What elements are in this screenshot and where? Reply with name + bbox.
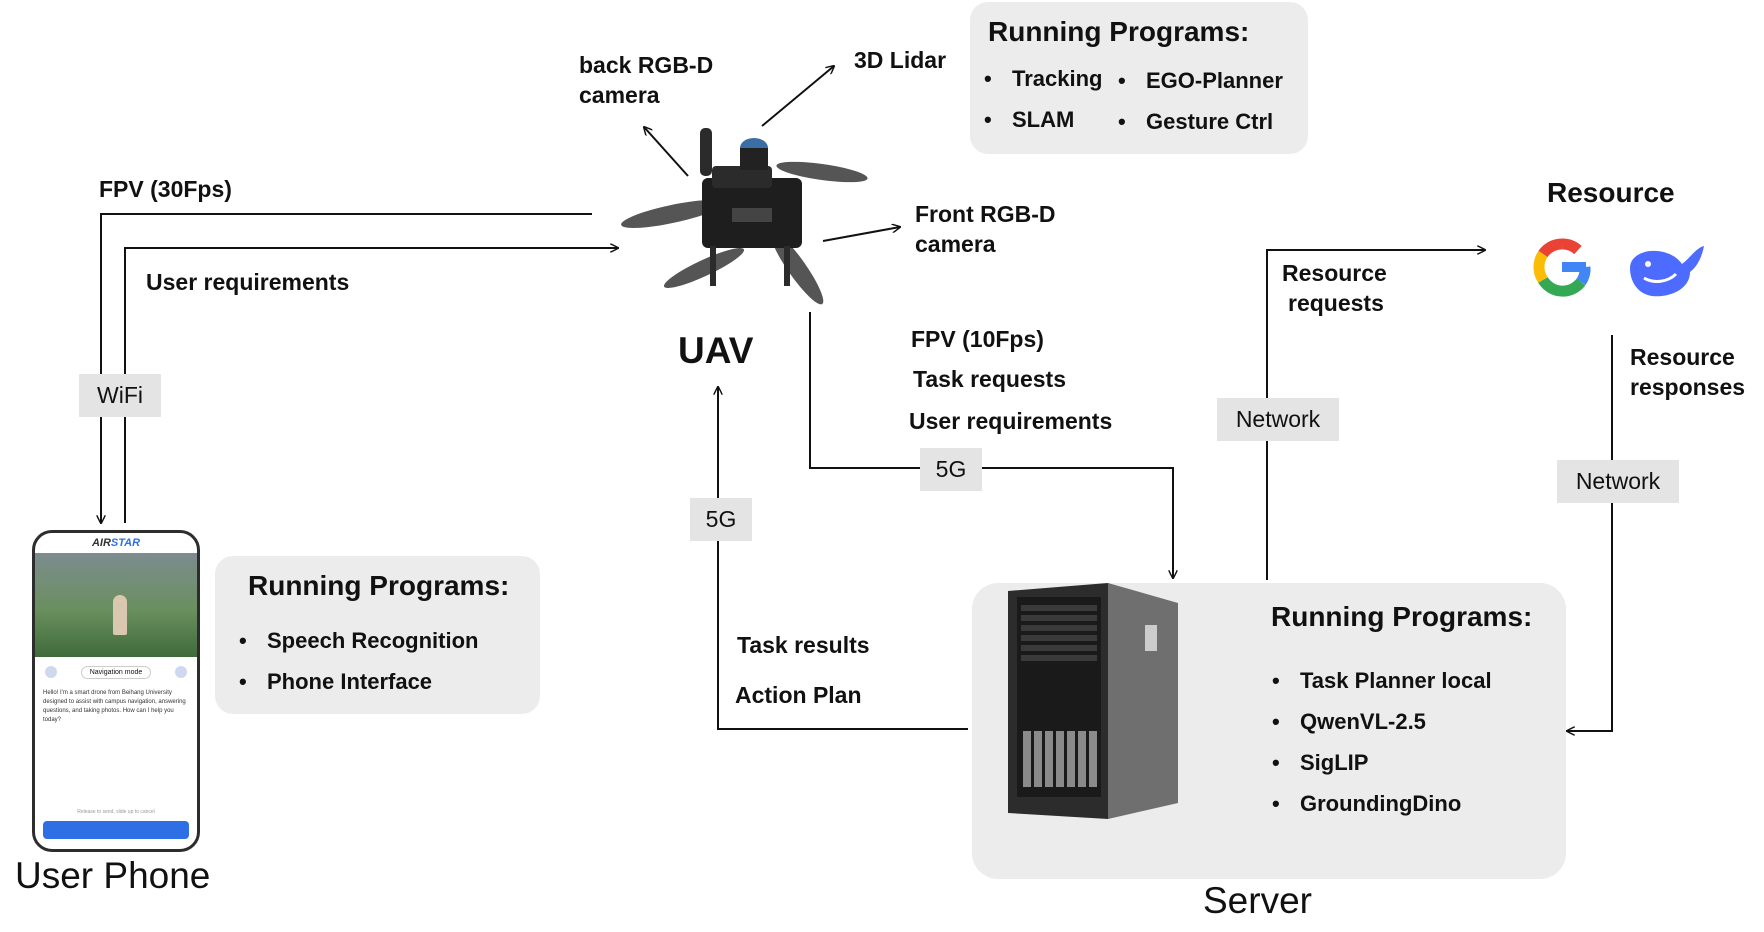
user-requirements-server-label: User requirements [909, 408, 1113, 434]
server-programs-list: Task Planner local QwenVL-2.5 SigLIP Gro… [1272, 660, 1492, 824]
server-tower-icon [1008, 583, 1178, 819]
user-phone-label: User Phone [15, 855, 211, 896]
program-item: Speech Recognition [239, 620, 478, 661]
back-camera-label-line1: back RGB-D [579, 52, 714, 78]
5g-tag-uav-link: 5G [690, 498, 752, 541]
program-item: Tracking [984, 58, 1102, 99]
front-camera-pointer [822, 227, 900, 242]
phone-header: AIRSTAR [35, 533, 197, 553]
program-item: GroundingDino [1272, 783, 1492, 824]
program-item: EGO-Planner [1118, 60, 1283, 101]
voice-record-button[interactable] [43, 821, 189, 839]
resource-label: Resource [1547, 177, 1675, 208]
network-tag-request: Network [1217, 398, 1339, 441]
program-item: Task Planner local [1272, 660, 1492, 701]
user-req-connector [124, 248, 618, 523]
back-camera-pointer [644, 127, 689, 177]
resource-requests-label-line1: Resource [1282, 260, 1387, 286]
task-results-label: Task results [737, 632, 870, 658]
chat-message: Hello! I'm a smart drone from Beihang Un… [43, 690, 186, 723]
program-item: SigLIP [1272, 742, 1492, 783]
google-icon [1533, 238, 1591, 297]
phone-brand-star: STAR [110, 537, 141, 549]
uav-programs-panel: Running Programs: Tracking SLAM EGO-Plan… [970, 2, 1308, 154]
program-item: Phone Interface [239, 661, 478, 702]
phone-camera-feed [35, 553, 197, 657]
fpv10-label: FPV (10Fps) [911, 326, 1044, 352]
action-plan-label: Action Plan [735, 682, 862, 708]
phone-hint: Release to send, slide up to cancel [77, 809, 155, 815]
resource-requests-label-line2: requests [1288, 290, 1384, 316]
lidar-label: 3D Lidar [854, 47, 947, 73]
5g-tag-server-link: 5G [920, 448, 982, 491]
smartphone-icon: AIRSTAR Navigation mode Hello! I'm a sma… [32, 530, 200, 852]
fpv30-connector [101, 213, 592, 523]
phone-programs-panel: Running Programs: Speech Recognition Pho… [215, 556, 540, 714]
front-camera-label-line2: camera [915, 231, 996, 257]
front-camera-label-line1: Front RGB-D [915, 201, 1056, 227]
phone-brand-air: AIR [91, 537, 111, 549]
person-figure [113, 595, 127, 635]
uav-programs-col2: EGO-Planner Gesture Ctrl [1118, 60, 1283, 142]
uav-label: UAV [678, 330, 754, 371]
program-item: SLAM [984, 99, 1102, 140]
resource-responses-label-line1: Resource [1630, 344, 1735, 370]
wifi-tag: WiFi [79, 374, 161, 417]
phone-toolbar: Navigation mode [35, 657, 197, 687]
resource-responses-label-line2: responses [1630, 374, 1746, 400]
resource-response-connector [1567, 335, 1613, 731]
resource-request-connector [1266, 250, 1485, 580]
server-label: Server [1203, 880, 1312, 921]
server-programs-title: Running Programs: [1271, 601, 1533, 632]
back-camera-label-line2: camera [579, 82, 660, 108]
uav-programs-col1: Tracking SLAM [984, 58, 1102, 140]
uav-programs-title: Running Programs: [988, 16, 1250, 47]
user-requirements-label: User requirements [146, 269, 350, 295]
network-tag-response: Network [1557, 460, 1679, 503]
server-to-uav-connector [718, 387, 968, 730]
mic-icon[interactable] [45, 666, 57, 678]
phone-programs-title: Running Programs: [248, 570, 510, 601]
lidar-pointer [761, 66, 834, 127]
mode-selector[interactable]: Navigation mode [80, 665, 152, 679]
program-item: QwenVL-2.5 [1272, 701, 1492, 742]
task-requests-label: Task requests [913, 366, 1066, 392]
settings-icon[interactable] [175, 666, 187, 678]
program-item: Gesture Ctrl [1118, 101, 1283, 142]
fpv30-label: FPV (30Fps) [99, 176, 232, 202]
drone-icon [621, 128, 868, 305]
deepseek-whale-icon [1630, 246, 1704, 297]
phone-programs-list: Speech Recognition Phone Interface [239, 620, 478, 702]
uav-to-server-connector [809, 312, 1173, 578]
